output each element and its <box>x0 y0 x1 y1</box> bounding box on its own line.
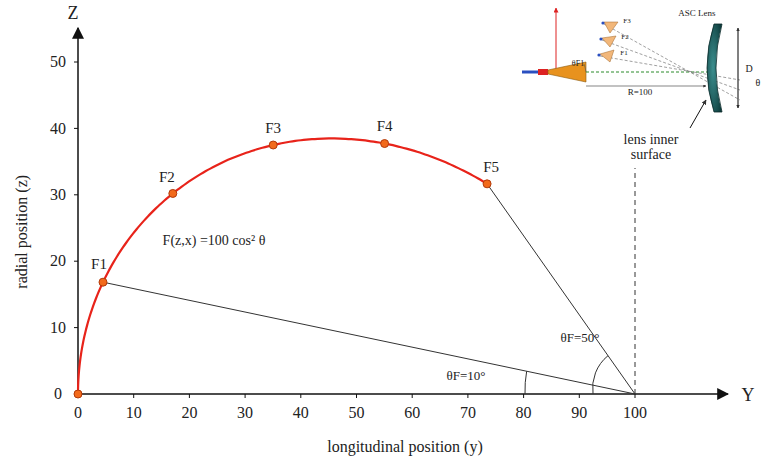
point-label: F1 <box>91 256 107 273</box>
inset-label: F2 <box>621 34 628 42</box>
point-label: F5 <box>483 159 499 176</box>
inset-label: D <box>745 63 752 74</box>
angle-lines <box>103 184 635 394</box>
axis-title: longitudinal position (y) <box>327 438 483 456</box>
tick-label: 40 <box>293 404 309 422</box>
tick-label: 20 <box>181 404 197 422</box>
tick-label: 100 <box>623 404 647 422</box>
tick-label: 50 <box>50 53 66 71</box>
focal-points <box>74 140 491 398</box>
tick-label: 70 <box>460 404 476 422</box>
leader-line <box>690 100 706 128</box>
callout-label: lens inner surface <box>610 131 692 164</box>
point-label: F3 <box>265 120 281 137</box>
axis-name: Z <box>68 4 79 24</box>
tick-label: 40 <box>50 120 66 138</box>
tick-label: 80 <box>516 404 532 422</box>
inset-label: θF1 <box>572 60 584 69</box>
tick-label: 90 <box>571 404 587 422</box>
tick-label: 20 <box>50 252 66 270</box>
focal-curve <box>78 138 487 394</box>
z-axis <box>77 28 79 394</box>
tick-label: 60 <box>404 404 420 422</box>
inset-label: ASC Lens <box>678 9 715 19</box>
dashed-line <box>635 168 636 394</box>
tick-label: 10 <box>50 319 66 337</box>
inset-label: F3 <box>623 18 630 26</box>
tick-label: 50 <box>349 404 365 422</box>
angle-label: θF=10° <box>447 369 486 383</box>
point-label: F2 <box>159 169 175 186</box>
tick-label: 0 <box>74 404 82 422</box>
angle-label: θF=50° <box>561 331 600 345</box>
tick-label: 0 <box>54 385 62 403</box>
point-label: F4 <box>377 118 393 135</box>
tick-label: 30 <box>50 186 66 204</box>
equation-label: F(z,x) =100 cos² θ <box>163 233 266 248</box>
inset-label: R=100 <box>628 88 653 98</box>
inset-illustration <box>522 8 740 112</box>
tick-label: 10 <box>126 404 142 422</box>
inset-label: F1 <box>620 50 627 58</box>
tick-label: 30 <box>237 404 253 422</box>
inset-label: θ <box>756 77 761 88</box>
axis-ticks <box>74 62 635 398</box>
axis-name: Y <box>742 386 755 406</box>
axis-title: radial position (z) <box>13 175 31 289</box>
